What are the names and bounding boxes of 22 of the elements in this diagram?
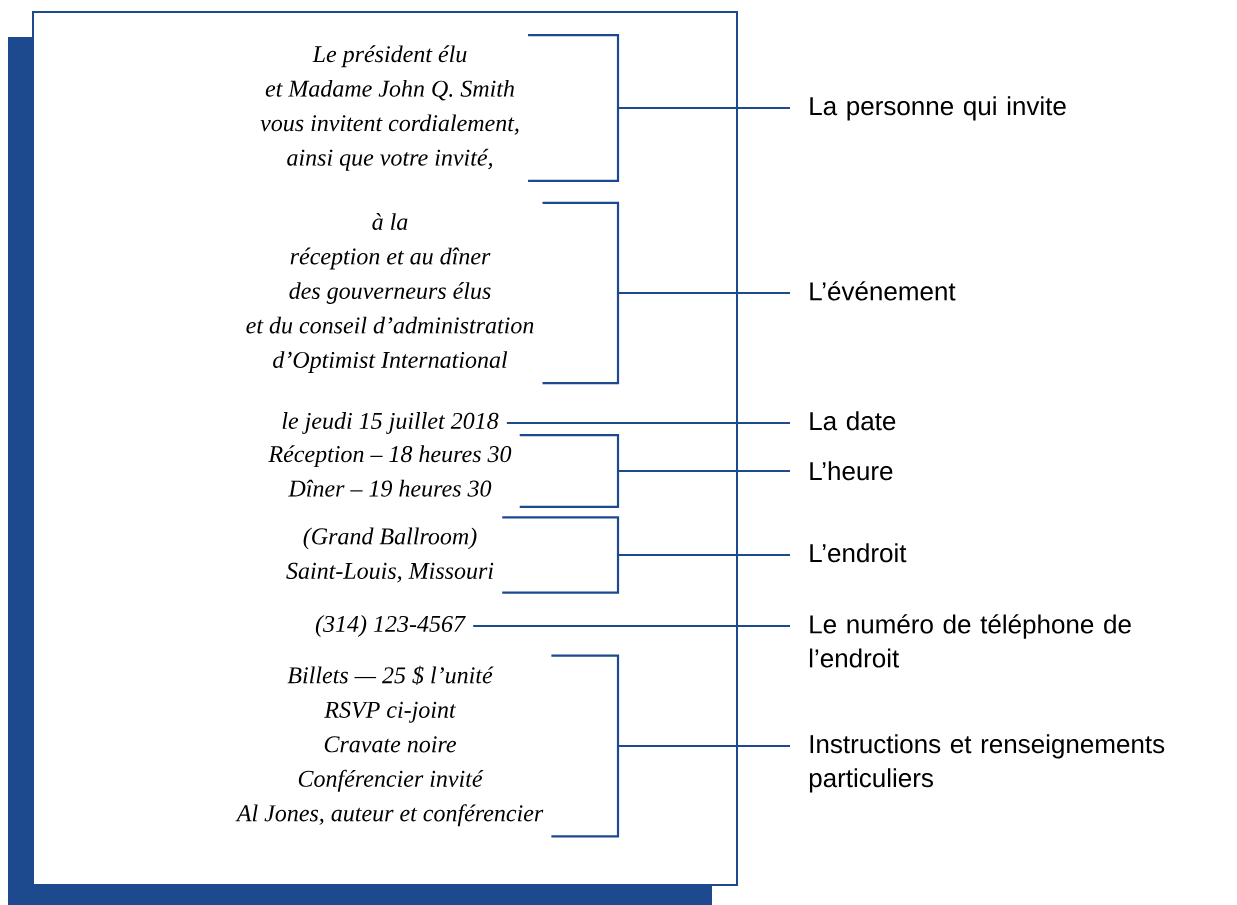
bracket-leader (501, 516, 792, 594)
bracket-leader (541, 201, 792, 385)
callout-label: Le numéro de téléphone de l’endroit (809, 614, 1131, 668)
invitation-text: à la réception et au dîner des gouverneurs élus et du conseil d’administration d’Optimist International (246, 213, 534, 373)
callout-label: L’événement (810, 281, 956, 301)
callout-label: L’heure (810, 461, 893, 481)
leader-line (506, 421, 790, 425)
invitation-text: (314) 123-4567 (315, 615, 466, 637)
bracket-leader (526, 34, 792, 182)
invitation-text: (Grand Ballroom) Saint-Louis, Missouri (286, 527, 494, 583)
leader-line (473, 624, 790, 628)
invitation-text: Billets — 25 $ l’unité RSVP ci-joint Cravate noire Conférencier invité Al Jones, auteur et conférencier (235, 665, 544, 827)
bracket-leader (518, 433, 792, 509)
callout-label: La personne qui invite (810, 96, 1066, 121)
invitation-text: Réception – 18 heures 30 Dîner – 19 heures 30 (268, 445, 512, 497)
callout-label: La date (810, 411, 896, 431)
callout-label: Instructions et renseignements particuliers (809, 734, 1165, 793)
invitation-text: Le président élu et Madame John Q. Smith vous invitent cordialement, ainsi que votre invité, (260, 45, 519, 171)
callout-label: L’endroit (810, 543, 907, 563)
bracket-leader (550, 654, 792, 838)
invitation-card (32, 11, 738, 886)
invitation-text: le jeudi 15 juillet 2018 (282, 412, 499, 434)
